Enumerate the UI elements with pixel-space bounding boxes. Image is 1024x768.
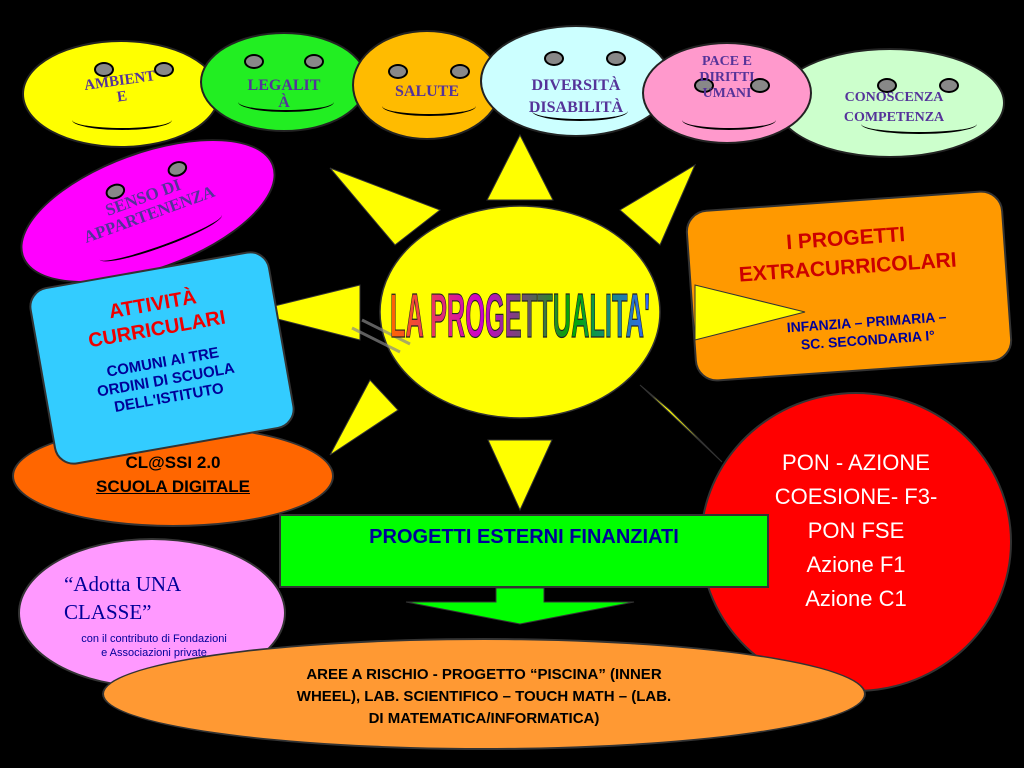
classi-line2: SCUOLA DIGITALE <box>96 477 250 496</box>
eye-left <box>544 51 564 66</box>
aree-ellipse: AREE A RISCHIO - PROGETTO “PISCINA” (INN… <box>102 638 866 750</box>
ray-bottom-right <box>639 384 723 463</box>
eye-right <box>750 78 770 93</box>
center-title-wrap: LA PROGETTUALITA' <box>380 275 660 355</box>
mouth <box>682 110 776 130</box>
down-arrow <box>405 587 635 625</box>
classi-line1: CL@SSI 2.0 <box>125 453 221 472</box>
ray-top-right <box>619 163 697 246</box>
esterni-title: PROGETTI ESTERNI FINANZIATI <box>369 526 679 548</box>
face-ambiente: AMBIENT E <box>22 40 220 148</box>
ray-top <box>486 133 554 201</box>
esterni-box: PROGETTI ESTERNI FINANZIATI <box>279 514 769 588</box>
ray-bottom-left <box>329 379 399 456</box>
eye-left <box>694 78 714 93</box>
eye-right <box>939 78 959 93</box>
adotta-subtitle: con il contributo di Fondazioni e Associ… <box>81 633 227 660</box>
eye-left <box>244 54 264 69</box>
pon-text: PON - AZIONE COESIONE- F3- PON FSE Azion… <box>774 450 938 612</box>
face-diversita: DIVERSITÀ DISABILITÀ <box>480 25 672 137</box>
eye-right <box>450 64 470 79</box>
mouth <box>532 101 628 121</box>
center-title-svg: LA PROGETTUALITA' <box>389 281 650 351</box>
mouth <box>382 96 476 116</box>
eye-right <box>304 54 324 69</box>
eye-left <box>877 78 897 93</box>
mouth <box>861 114 977 134</box>
adotta-title: “Adotta UNA CLASSE” <box>64 572 182 625</box>
sun-center <box>379 205 661 419</box>
face-pace: PACE E DIRITTI UMANI <box>642 42 812 144</box>
eye-left <box>94 62 114 77</box>
ray-right-overlay <box>694 284 806 341</box>
adotta-ellipse: “Adotta UNA CLASSE” con il contributo di… <box>18 538 286 688</box>
eye-right <box>154 62 174 77</box>
mouth <box>72 110 172 130</box>
face-pace-label: PACE E DIRITTI UMANI <box>699 54 755 102</box>
ray-top-left <box>329 167 442 246</box>
aree-text: AREE A RISCHIO - PROGETTO “PISCINA” (INN… <box>296 666 672 727</box>
ray-left <box>249 284 361 341</box>
face-salute: SALUTE <box>352 30 502 140</box>
face-legalita: LEGALIT À <box>200 32 368 132</box>
face-conoscenza: CONOSCENZA COMPETENZA <box>775 48 1005 158</box>
eye-right <box>606 51 626 66</box>
center-title: LA PROGETTUALITA' <box>390 282 650 351</box>
mouth <box>238 92 334 112</box>
title-shadow <box>351 318 411 354</box>
ray-bottom <box>487 439 553 512</box>
eye-left <box>388 64 408 79</box>
